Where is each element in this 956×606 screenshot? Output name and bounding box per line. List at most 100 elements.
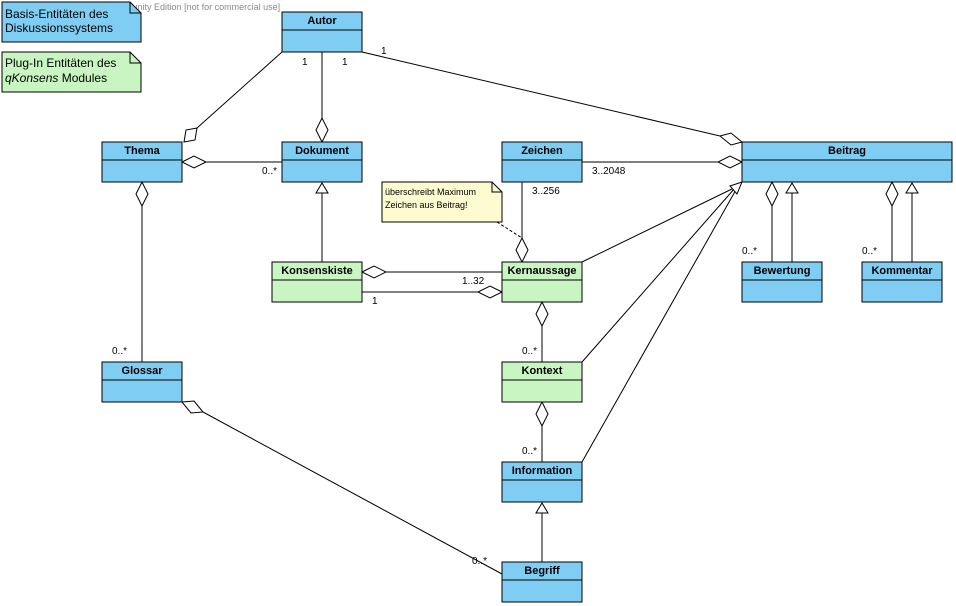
class-kontext-box [501, 361, 583, 403]
legend-plugin-module-suffix: Modules [58, 71, 107, 85]
class-glossar-name: Glossar [122, 365, 164, 377]
class-information-box [501, 461, 583, 503]
class-kernaussage-box [501, 261, 583, 303]
legend-plugin-box [1, 51, 142, 93]
class-begriff[interactable]: Begriff [501, 561, 583, 603]
aggregation-diamond-kernaussage [515, 236, 529, 264]
class-dokument-box [281, 141, 363, 183]
mult-thema-dokument: 0..* [262, 166, 277, 177]
legend-base-line1: Basis-Entitäten des [5, 7, 108, 21]
class-konsenskiste-name: Konsenskiste [281, 265, 353, 277]
class-begriff-box [501, 561, 583, 603]
class-kontext[interactable]: Kontext [501, 361, 583, 403]
mult-zeichen-beitrag: 3..2048 [592, 166, 626, 177]
assoc-glossar-begriff [202, 411, 503, 575]
legend-base-line2: Diskussionssystems [5, 21, 113, 35]
class-zeichen-name: Zeichen [521, 145, 563, 157]
mult-kontext-information: 0..* [522, 446, 537, 457]
class-dokument-name: Dokument [295, 145, 349, 157]
class-dokument[interactable]: Dokument [281, 141, 363, 183]
mult-zeichen-kernaussage: 3..256 [532, 186, 560, 197]
class-zeichen[interactable]: Zeichen [501, 141, 583, 183]
mult-autor-thema: 1 [302, 57, 308, 68]
class-begriff-name: Begriff [524, 565, 560, 577]
aggregation-diamond-dokument [315, 116, 329, 144]
mult-glossar-begriff: 0..* [472, 556, 487, 567]
generalization-triangle-bewertung [785, 182, 799, 194]
class-kernaussage[interactable]: Kernaussage [501, 261, 583, 303]
class-autor[interactable]: Autor [281, 11, 363, 53]
generalization-kontext-beitrag [581, 187, 736, 363]
aggregation-diamond-beitrag-zeichen [716, 155, 744, 169]
note-line2: Zeichen aus Beitrag! [385, 200, 468, 210]
class-beitrag[interactable]: Beitrag [741, 141, 953, 183]
watermark: Visual Paradigm for UML Community Editio… [4, 2, 280, 12]
mult-beitrag-kommentar: 0..* [862, 246, 877, 257]
aggregation-diamond-information [535, 400, 549, 428]
class-information[interactable]: Information [501, 461, 583, 503]
class-bewertung[interactable]: Bewertung [741, 261, 823, 303]
assoc-autor-beitrag [361, 51, 721, 137]
class-autor-box [281, 11, 363, 53]
mult-konsenskiste-kernaussage-many: 1..32 [462, 276, 485, 287]
aggregation-diamond-bewertung [765, 180, 779, 208]
class-zeichen-box [501, 141, 583, 183]
mult-beitrag-bewertung: 0..* [742, 246, 757, 257]
class-thema[interactable]: Thema [101, 141, 183, 183]
class-beitrag-name: Beitrag [828, 145, 866, 157]
class-glossar[interactable]: Glossar [101, 361, 183, 403]
legend-plugin-line2: qKonsens Modules [5, 71, 107, 85]
class-glossar-box [101, 361, 183, 403]
legend-plugin-module-name: qKonsens [5, 71, 58, 85]
aggregation-diamond-beitrag-autor [718, 132, 744, 146]
class-autor-name: Autor [307, 15, 337, 27]
class-thema-name: Thema [124, 145, 160, 157]
mult-autor-dokument: 1 [342, 57, 348, 68]
generalization-triangle-kommentar [905, 182, 919, 194]
multiplicity-labels: 1 1 1 0..* 3..2048 3..256 0..* 0..* 1..3… [112, 46, 877, 567]
class-bewertung-name: Bewertung [754, 265, 811, 277]
legend-plugin: Plug-In Entitäten des qKonsens Modules [1, 51, 142, 93]
class-kommentar-box [861, 261, 943, 303]
aggregation-diamond-konsenskiste [360, 265, 388, 279]
legend-base: Basis-Entitäten des Diskussionssystems [1, 1, 142, 43]
legend-plugin-line1: Plug-In Entitäten des [5, 56, 116, 70]
legend-plugin-fold [129, 52, 141, 64]
class-kommentar-name: Kommentar [871, 265, 933, 277]
aggregation-diamond-kontext [535, 300, 549, 328]
class-kernaussage-name: Kernaussage [507, 265, 576, 277]
note-override: überschreibt Maximum Zeichen aus Beitrag… [381, 181, 503, 223]
generalization-information-beitrag [581, 187, 738, 463]
mult-konsenskiste-kernaussage-one: 1 [372, 296, 378, 307]
class-konsenskiste-box [271, 261, 363, 303]
assoc-autor-thema [196, 51, 283, 129]
note-line1: überschreibt Maximum [385, 187, 476, 197]
aggregation-diamond-glossar-begriff [181, 400, 204, 414]
legend-base-fold [129, 2, 141, 14]
generalization-triangle-beitrag [729, 181, 743, 195]
class-information-name: Information [512, 465, 573, 477]
generalization-kernaussage-beitrag [581, 187, 735, 263]
aggregation-diamond-glossar [135, 180, 149, 208]
mult-autor-beitrag: 1 [381, 46, 387, 57]
class-beitrag-box [741, 141, 953, 183]
class-kommentar[interactable]: Kommentar [861, 261, 943, 303]
mult-thema-glossar: 0..* [112, 346, 127, 357]
class-konsenskiste[interactable]: Konsenskiste [271, 261, 363, 303]
class-bewertung-box [741, 261, 823, 303]
generalization-triangle-information [535, 502, 549, 514]
note-fold [491, 182, 502, 193]
note-anchor [496, 221, 523, 239]
mult-kernaussage-kontext: 0..* [522, 346, 537, 357]
class-kontext-name: Kontext [522, 365, 563, 377]
aggregation-diamond-kernaussage-lower [476, 285, 504, 299]
aggregation-diamond-thema [183, 127, 198, 143]
aggregation-diamond-thema-dokument [180, 155, 208, 169]
generalization-triangle-dokument [315, 182, 329, 194]
class-thema-box [101, 141, 183, 183]
connectors [135, 51, 919, 575]
aggregation-diamond-kommentar [885, 180, 899, 208]
legend-base-box [1, 1, 142, 43]
note-box [381, 181, 503, 223]
